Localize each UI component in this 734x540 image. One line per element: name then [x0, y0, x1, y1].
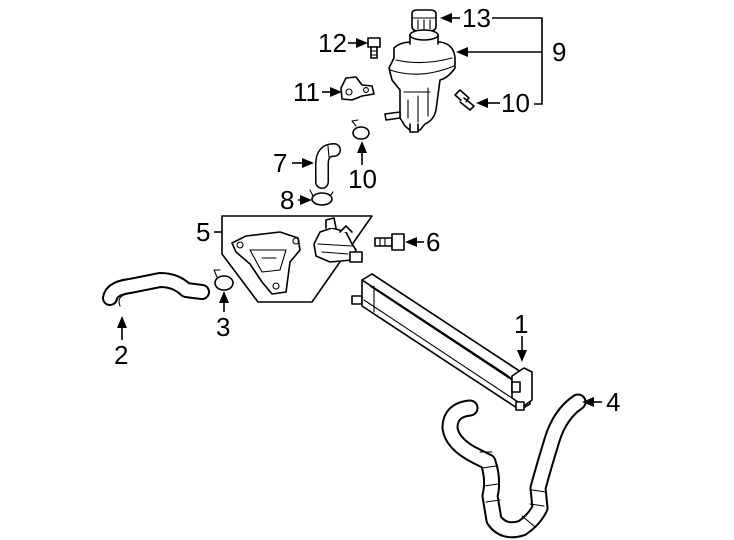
reservoir-cap — [411, 9, 437, 32]
callout-13: 13 — [462, 3, 491, 33]
pump-assembly-5 — [221, 215, 373, 303]
bolt-10-upper — [454, 89, 475, 111]
callout-2: 2 — [114, 340, 128, 370]
callout-10-upper: 10 — [501, 88, 530, 118]
hose-clamp-10-lower — [351, 119, 370, 140]
callout-8: 8 — [280, 185, 294, 215]
callout-10-lower: 10 — [348, 164, 377, 194]
callout-1: 1 — [514, 309, 528, 339]
callout-6: 6 — [426, 227, 440, 257]
hose-clamp-3 — [213, 269, 234, 291]
hose-clamp-8 — [309, 189, 334, 206]
callout-7: 7 — [273, 148, 287, 178]
callout-3: 3 — [216, 312, 230, 342]
hose-2 — [102, 272, 210, 307]
callout-4: 4 — [606, 387, 620, 417]
callout-5: 5 — [196, 217, 210, 247]
hose-4 — [441, 393, 587, 539]
leader-lines — [117, 13, 602, 407]
callout-9: 9 — [552, 37, 566, 67]
small-hose-7 — [315, 143, 341, 189]
callout-12: 12 — [318, 28, 347, 58]
callout-labels: 13 9 10 12 11 10 7 8 5 6 3 2 1 4 — [114, 3, 620, 417]
coolant-reservoir — [384, 29, 456, 133]
bracket-11 — [340, 76, 375, 101]
bolt-12 — [367, 37, 381, 59]
bolt-6 — [374, 233, 405, 251]
cooler-1 — [351, 273, 533, 411]
callout-11: 11 — [293, 77, 320, 107]
